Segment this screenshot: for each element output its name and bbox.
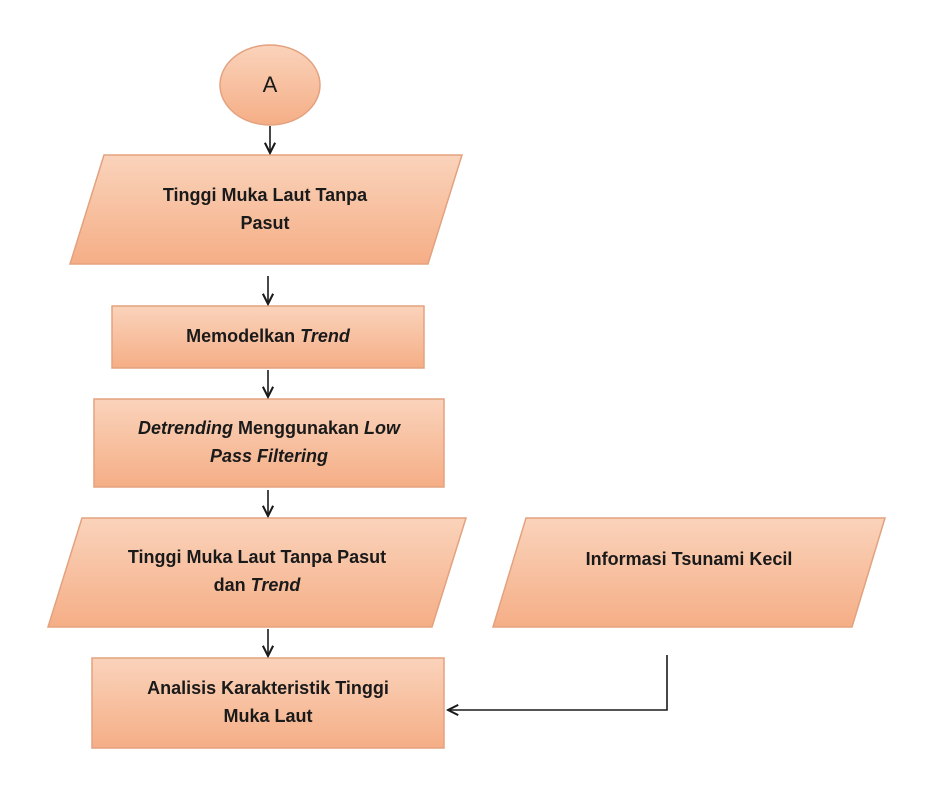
input1-line2: Pasut — [240, 213, 290, 233]
analysis-label: Analisis Karakteristik Tinggi Muka Laut — [92, 658, 444, 748]
connector-a-shape — [219, 44, 321, 126]
connector-a-label: A — [262, 71, 278, 97]
input2-line1: Tinggi Muka Laut Tanpa Pasut — [127, 547, 387, 568]
detrend-label: Detrending Menggunakan Low Pass Filterin… — [94, 399, 444, 487]
detrend-italic-3: Pass Filtering — [209, 446, 329, 466]
input-shape-tsunami — [491, 517, 887, 628]
trend-label: Memodelkan Trend — [112, 306, 424, 368]
input-shape-2 — [46, 517, 468, 628]
detrend-text: Menggunakan — [233, 418, 365, 439]
process-shape-detrend — [93, 398, 445, 488]
input2-label: Tinggi Muka Laut Tanpa Pasut dan Trend — [80, 522, 434, 622]
input1-label: Tinggi Muka Laut Tanpa Pasut — [100, 160, 430, 260]
arrow-tsunami-to-analysis — [448, 655, 668, 710]
input2-line2b: Trend — [250, 575, 301, 595]
trend-text: Memodelkan — [186, 326, 301, 347]
analysis-line2: Muka Laut — [223, 706, 313, 726]
input2-line2a: dan — [213, 575, 251, 595]
detrend-italic-1: Detrending — [137, 418, 233, 439]
input-shape-1 — [68, 154, 464, 265]
input1-line1: Tinggi Muka Laut Tanpa — [162, 185, 368, 206]
tsunami-text: Informasi Tsunami Kecil — [585, 549, 793, 570]
tsunami-label: Informasi Tsunami Kecil — [520, 530, 858, 590]
analysis-line1: Analisis Karakteristik Tinggi — [147, 678, 389, 699]
detrend-italic-2: Low — [364, 418, 401, 439]
process-shape-trend — [111, 305, 425, 369]
process-shape-analysis — [91, 657, 445, 749]
trend-italic: Trend — [300, 326, 350, 347]
